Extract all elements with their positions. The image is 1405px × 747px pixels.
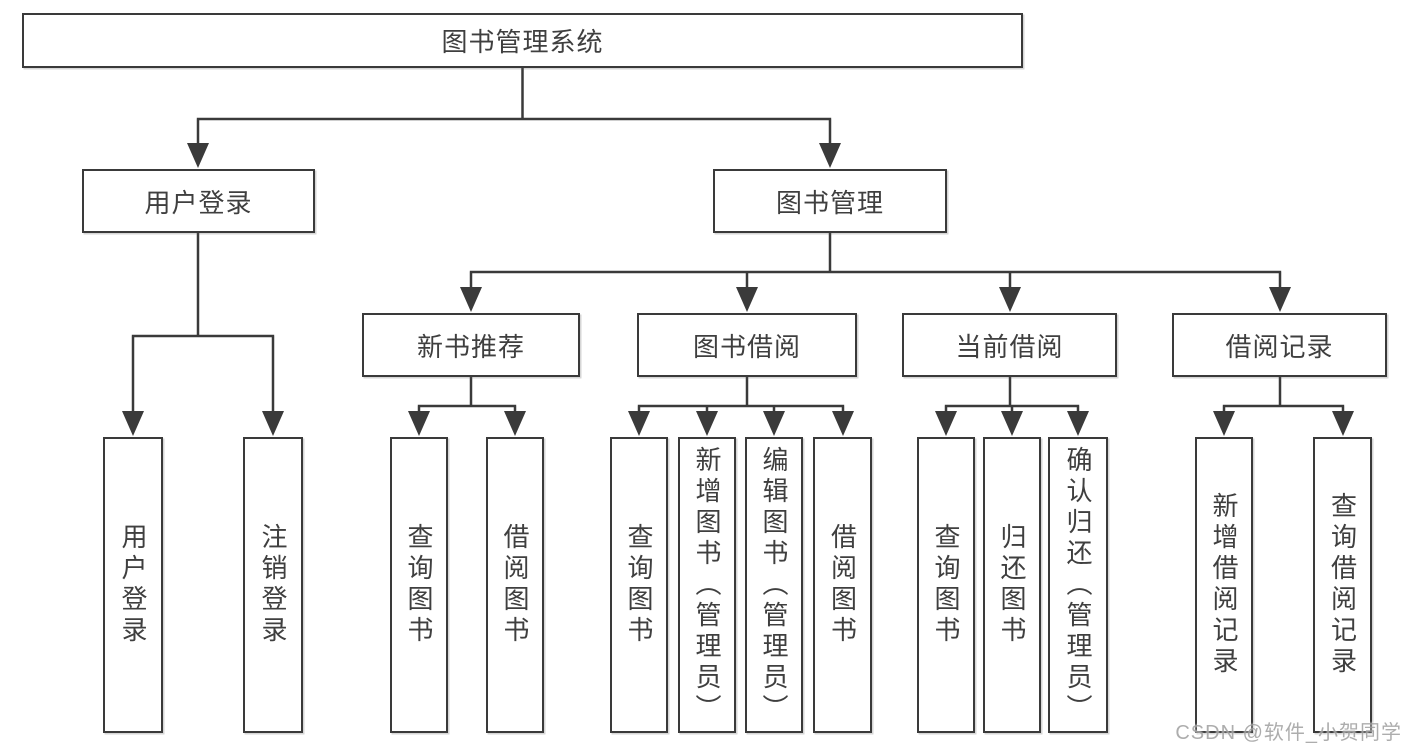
node-book-management-label: 图书管理 xyxy=(775,187,884,218)
node-leaf-query-borrow-record-label: 查询借阅记录 xyxy=(1327,492,1358,678)
node-leaf-add-books-admin: 新增图书（管理员） xyxy=(678,437,736,733)
node-leaf-current-query-books: 查询图书 xyxy=(917,437,975,733)
node-new-book-recommend: 新书推荐 xyxy=(362,313,580,377)
node-leaf-user-login: 用户登录 xyxy=(103,437,163,733)
node-book-management: 图书管理 xyxy=(713,169,947,233)
node-current-borrow-label: 当前借阅 xyxy=(955,331,1064,362)
node-current-borrow: 当前借阅 xyxy=(902,313,1117,377)
node-leaf-add-borrow-record: 新增借阅记录 xyxy=(1195,437,1253,733)
node-leaf-logout-label: 注销登录 xyxy=(258,523,288,647)
node-root-system: 图书管理系统 xyxy=(22,13,1023,68)
node-leaf-edit-books-admin: 编辑图书（管理员） xyxy=(745,437,803,733)
node-user-login: 用户登录 xyxy=(82,169,315,233)
node-borrow-records: 借阅记录 xyxy=(1172,313,1387,377)
node-leaf-logout: 注销登录 xyxy=(243,437,303,733)
node-root-system-label: 图书管理系统 xyxy=(441,27,604,57)
node-leaf-borrow-books-label: 借阅图书 xyxy=(827,523,858,647)
node-book-borrow-label: 图书借阅 xyxy=(692,331,801,362)
node-leaf-rec-query-books: 查询图书 xyxy=(390,437,448,733)
node-leaf-current-query-books-label: 查询图书 xyxy=(931,523,961,647)
node-leaf-borrow-books: 借阅图书 xyxy=(813,437,872,733)
node-leaf-return-books: 归还图书 xyxy=(983,437,1041,733)
csdn-watermark: CSDN @软件_小贺同学 xyxy=(1175,722,1402,744)
node-leaf-confirm-return-admin: 确认归还（管理员） xyxy=(1048,437,1108,733)
node-leaf-edit-books-admin-label: 编辑图书（管理员） xyxy=(759,445,789,725)
node-leaf-confirm-return-admin-label: 确认归还（管理员） xyxy=(1063,445,1093,725)
node-book-borrow: 图书借阅 xyxy=(637,313,857,377)
node-leaf-add-books-admin-label: 新增图书（管理员） xyxy=(692,445,722,725)
node-leaf-borrow-query-books-label: 查询图书 xyxy=(624,523,654,647)
node-leaf-borrow-query-books: 查询图书 xyxy=(610,437,668,733)
node-leaf-rec-query-books-label: 查询图书 xyxy=(404,523,434,647)
node-leaf-return-books-label: 归还图书 xyxy=(997,523,1027,647)
node-new-book-recommend-label: 新书推荐 xyxy=(416,331,525,362)
node-leaf-add-borrow-record-label: 新增借阅记录 xyxy=(1209,492,1239,678)
node-user-login-label: 用户登录 xyxy=(144,187,253,218)
node-leaf-rec-borrow-books-label: 借阅图书 xyxy=(500,523,530,647)
node-borrow-records-label: 借阅记录 xyxy=(1225,331,1334,362)
node-leaf-rec-borrow-books: 借阅图书 xyxy=(486,437,544,733)
node-leaf-user-login-label: 用户登录 xyxy=(118,523,148,647)
node-leaf-query-borrow-record: 查询借阅记录 xyxy=(1313,437,1372,733)
